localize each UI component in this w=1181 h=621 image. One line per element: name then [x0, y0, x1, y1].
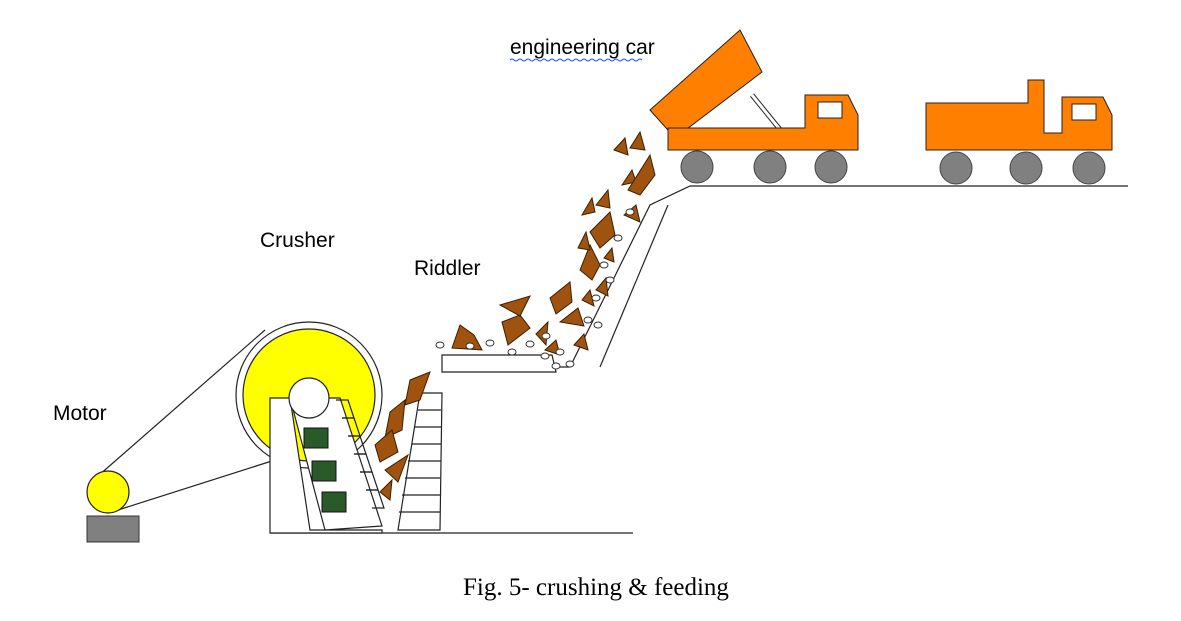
label-crusher: Crusher — [260, 229, 335, 252]
jaw-block-3 — [321, 491, 347, 513]
crusher — [235, 321, 443, 534]
waiting-truck-body — [925, 79, 1113, 151]
motor-pulley — [86, 470, 130, 514]
waiting-truck-window — [1071, 103, 1097, 121]
label-engineering-car: engineering car — [510, 36, 655, 59]
riddler — [435, 281, 589, 373]
dump-truck-wheel-2 — [753, 150, 787, 184]
dump-truck-body — [667, 94, 859, 151]
dump-truck-window — [817, 101, 843, 119]
jaw-teeth — [336, 399, 385, 509]
figure-caption: Fig. 5- crushing & feeding — [463, 574, 729, 601]
fixed-jaw-teeth — [399, 409, 441, 513]
waiting-truck — [925, 79, 1113, 185]
drive-belt — [97, 329, 276, 511]
spell-underline — [509, 58, 643, 62]
crusher-flywheel — [288, 377, 330, 419]
motor — [86, 470, 140, 543]
riddler-screen — [441, 354, 557, 373]
label-riddler: Riddler — [414, 257, 481, 280]
motor-base — [86, 515, 140, 543]
waiting-truck-wheel-3 — [1072, 151, 1106, 185]
label-motor: Motor — [53, 402, 107, 425]
rocks-on-slope — [577, 130, 656, 329]
jaw-block-2 — [311, 460, 337, 482]
dump-truck — [649, 29, 859, 184]
dump-truck-wheel-3 — [814, 150, 848, 184]
waiting-truck-wheel-1 — [939, 151, 973, 185]
rocks-into-crusher — [374, 371, 431, 501]
waiting-truck-wheel-2 — [1009, 151, 1043, 185]
dump-truck-wheel-1 — [680, 150, 714, 184]
jaw-block-1 — [303, 427, 329, 449]
dump-truck-bed — [649, 29, 763, 139]
